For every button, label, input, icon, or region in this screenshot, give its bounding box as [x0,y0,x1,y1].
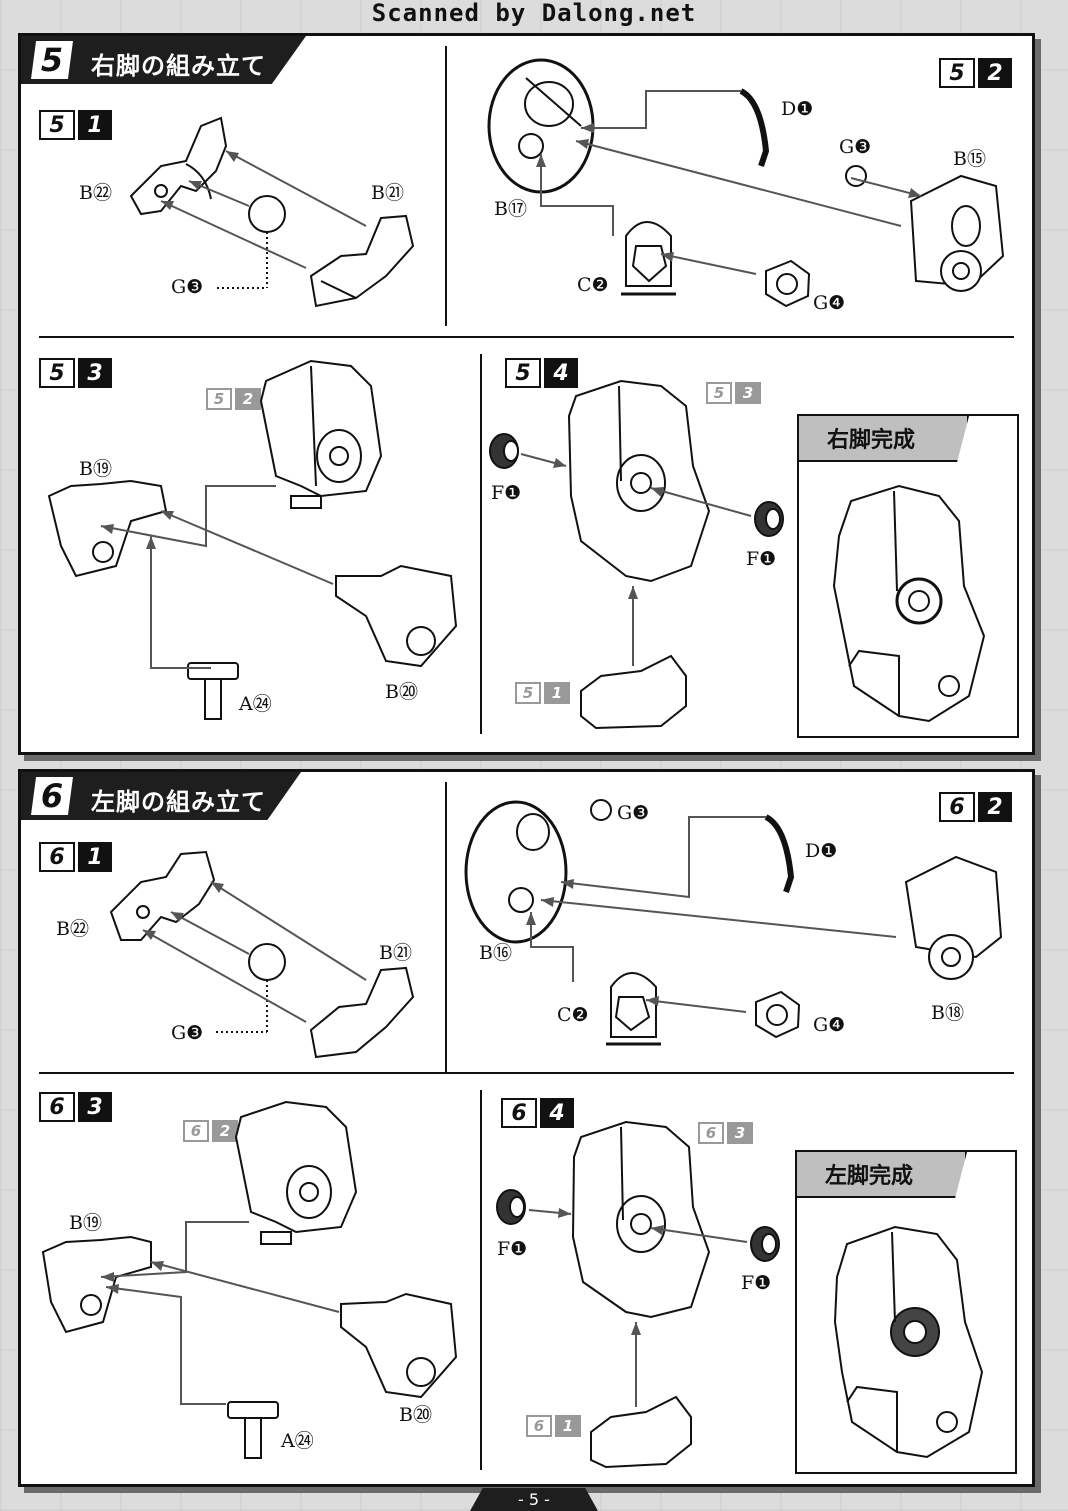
section-header: 5 右脚の組み立て [21,36,306,84]
step-badge: 5 4 [505,358,578,388]
part-label: G❸ [171,276,204,298]
step-reference-badge: 6 3 [698,1122,753,1144]
complete-title: 右脚完成 [799,416,969,462]
part-diagram-6-3 [41,1100,458,1459]
part-label: B⑰ [494,198,527,220]
page-number: - 5 - [470,1488,598,1511]
part-diagram-6-4 [496,1120,780,1469]
part-label: B⑲ [79,458,112,480]
part-label: B㉑ [379,942,412,964]
part-diagram-5-4 [489,379,784,730]
complete-title: 左脚完成 [797,1152,967,1198]
step-badge: 6 4 [501,1098,574,1128]
left-leg-complete-panel: 左脚完成 [795,1150,1017,1474]
section-6-left-leg: 6 左脚の組み立て 6 1 B㉒ B㉑ G❸ 6 2 [18,769,1035,1487]
step-badge: 5 2 [939,58,1012,88]
part-diagram-6-1 [109,850,415,1059]
part-label: F❶ [741,1272,772,1294]
step-badge: 6 3 [39,1092,112,1122]
part-label: F❶ [491,482,522,504]
complete-leg-illustration [833,1225,984,1459]
part-label: B⑮ [953,148,986,170]
part-label: B⑳ [385,681,418,703]
part-label: F❶ [746,548,777,570]
part-label: G❸ [617,802,650,824]
step-badge: 5 3 [39,358,112,388]
divider [480,354,482,734]
part-diagram-5-1 [129,116,415,308]
step-reference-badge: 5 2 [206,388,261,410]
complete-leg-illustration [832,484,986,723]
section-number: 5 [31,41,73,79]
part-label: B㉒ [79,182,112,204]
part-label: D❶ [781,98,814,120]
step-badge: 6 1 [39,842,112,872]
section-number: 6 [31,777,73,815]
part-diagram-5-3 [47,359,458,720]
section-title: 右脚の組み立て [91,52,266,80]
step-badge: 5 1 [39,110,112,140]
divider [39,1072,1014,1074]
divider [480,1090,482,1470]
part-label: G❹ [813,292,846,314]
section-header: 6 左脚の組み立て [21,772,301,820]
part-label: B⑳ [399,1404,432,1426]
divider [445,782,447,1072]
part-label: G❸ [839,136,872,158]
step-reference-badge: 5 3 [706,382,761,404]
part-label: F❶ [497,1238,528,1260]
part-label: C❷ [557,1004,589,1026]
step-badge: 6 2 [939,792,1012,822]
part-diagram-6-2 [464,799,1003,1046]
step-reference-badge: 6 1 [526,1415,581,1437]
part-label: C❷ [577,274,609,296]
part-label: B⑱ [931,1002,964,1024]
section-title: 左脚の組み立て [91,788,266,816]
part-label: A㉔ [281,1430,314,1452]
part-diagram-5-2 [487,58,1005,308]
part-label: G❸ [171,1022,204,1044]
scan-credit: Scanned by Dalong.net [371,0,697,27]
section-5-right-leg: 5 右脚の組み立て 5 1 B㉒ B㉑ G❸ 5 2 [18,33,1035,755]
divider [39,336,1014,338]
part-label: B⑲ [69,1212,102,1234]
part-label: B⑯ [479,942,512,964]
part-label: B㉒ [56,918,89,940]
right-leg-complete-panel: 右脚完成 [797,414,1019,738]
part-label: B㉑ [371,182,404,204]
part-label: D❶ [805,840,838,862]
part-label: A㉔ [239,693,272,715]
step-reference-badge: 5 1 [515,682,570,704]
part-label: G❹ [813,1014,846,1036]
divider [445,46,447,326]
